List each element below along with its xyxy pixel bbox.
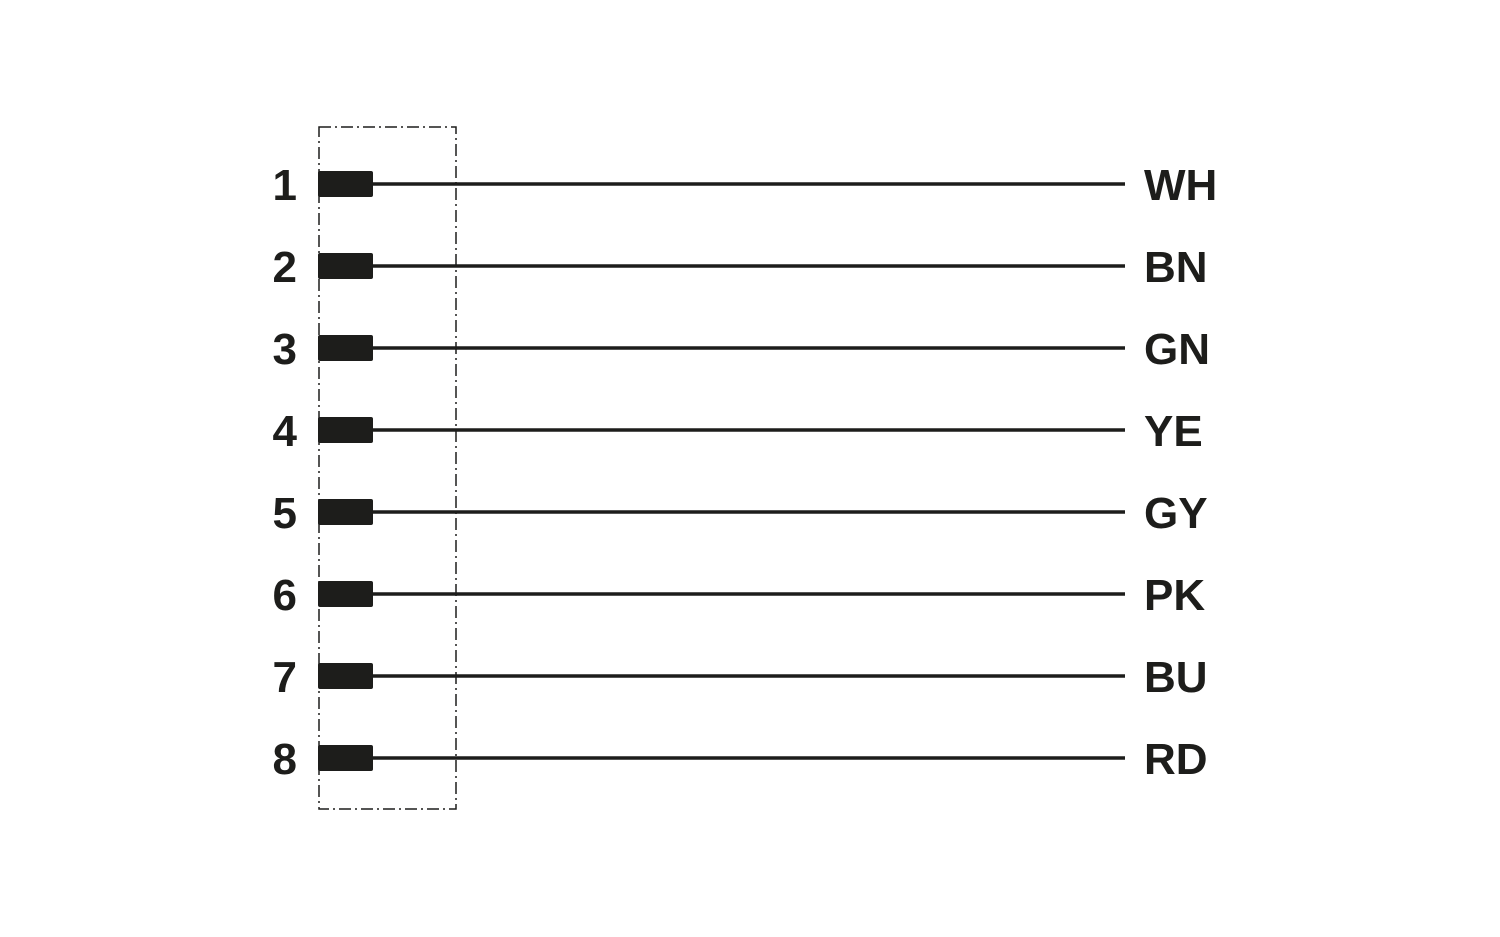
pin-row: 6 PK xyxy=(273,571,1206,620)
pin-number: 3 xyxy=(273,325,297,374)
pin-number: 2 xyxy=(273,243,297,292)
wire-color-label: GN xyxy=(1144,325,1210,374)
pin-row: 1 WH xyxy=(273,161,1218,210)
pin-row: 4 YE xyxy=(273,407,1203,456)
wire-color-label: WH xyxy=(1144,161,1217,210)
pin-row: 8 RD xyxy=(273,735,1208,784)
wire-color-label: BN xyxy=(1144,243,1208,292)
wire-color-label: BU xyxy=(1144,653,1208,702)
wire-color-label: RD xyxy=(1144,735,1208,784)
pins-group: 1 WH 2 BN 3 GN 4 YE 5 GY 6 PK 7 BU 8 RD xyxy=(273,161,1218,784)
pin-number: 1 xyxy=(273,161,297,210)
pin-row: 3 GN xyxy=(273,325,1210,374)
pin-row: 7 BU xyxy=(273,653,1208,702)
pin-number: 5 xyxy=(273,489,297,538)
pin-contact xyxy=(318,499,373,525)
connector-housing-outline xyxy=(318,126,457,810)
wire-color-label: GY xyxy=(1144,489,1208,538)
pin-contact xyxy=(318,745,373,771)
pin-number: 4 xyxy=(273,407,298,456)
pin-number: 8 xyxy=(273,735,297,784)
wire-color-label: YE xyxy=(1144,407,1203,456)
pin-contact xyxy=(318,663,373,689)
wire-color-label: PK xyxy=(1144,571,1205,620)
pin-contact xyxy=(318,581,373,607)
pin-contact xyxy=(318,171,373,197)
pin-contact xyxy=(318,335,373,361)
pin-contact xyxy=(318,417,373,443)
pin-row: 2 BN xyxy=(273,243,1208,292)
pin-number: 6 xyxy=(273,571,297,620)
pin-contact xyxy=(318,253,373,279)
pin-row: 5 GY xyxy=(273,489,1208,538)
pin-number: 7 xyxy=(273,653,297,702)
